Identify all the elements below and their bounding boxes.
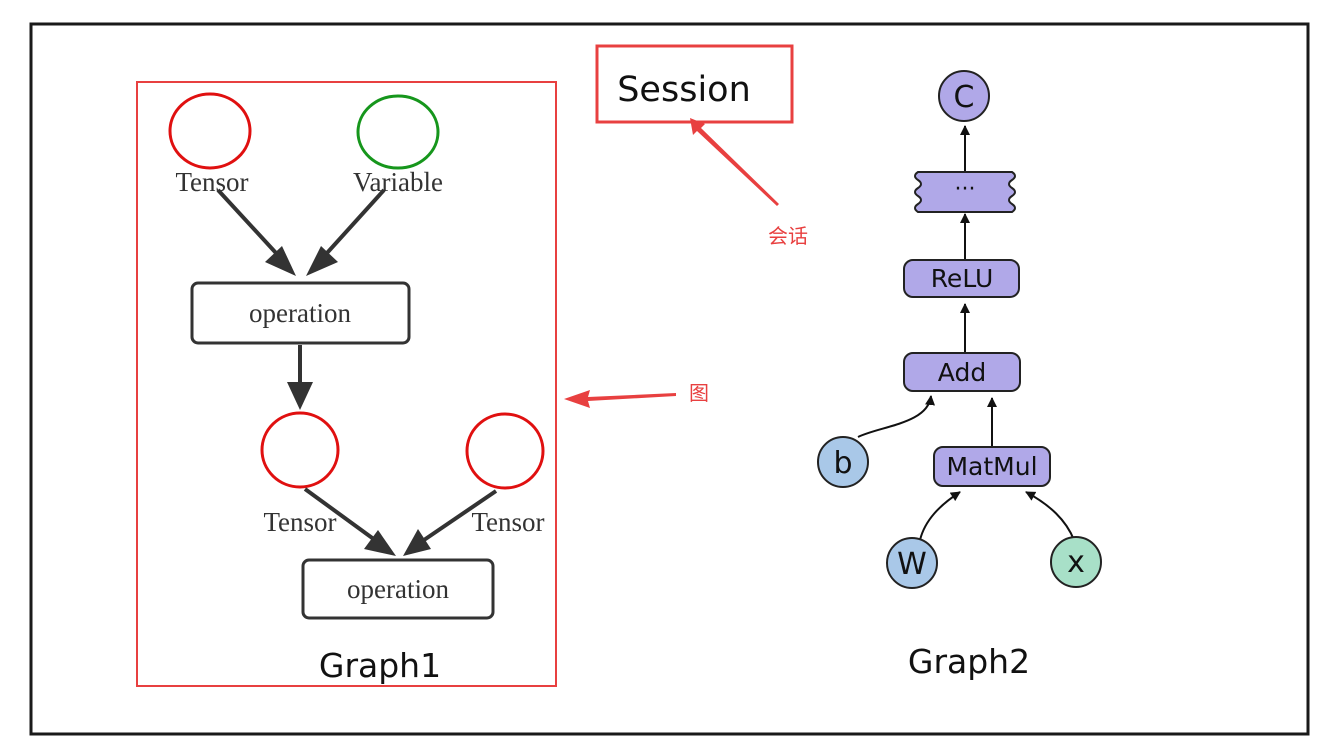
node-add-label: Add xyxy=(938,358,986,387)
outer-frame xyxy=(29,22,1310,736)
node-matmul-label: MatMul xyxy=(946,452,1037,481)
graph1: Tensor Variable operation Tensor Tensor xyxy=(136,81,557,687)
graph-annotation-label: 图 xyxy=(689,381,709,405)
session-label: Session xyxy=(617,70,751,110)
session-annotation-arrow xyxy=(690,118,779,206)
node-w xyxy=(886,537,938,589)
edge-w-to-matmul xyxy=(919,491,961,541)
operation-label-2: operation xyxy=(347,574,449,604)
tensor-label-top: Tensor xyxy=(175,167,248,197)
node-c xyxy=(938,70,990,122)
node-ellipsis-label: ··· xyxy=(955,177,976,202)
session-annotation-label: 会话 xyxy=(768,224,808,248)
tensor-node-right xyxy=(465,412,545,490)
node-ellipsis xyxy=(914,171,1016,213)
graph2-caption: Graph2 xyxy=(908,642,1030,681)
tensor-node-top xyxy=(168,92,252,170)
node-relu-label: ReLU xyxy=(931,264,994,293)
node-w-label: W xyxy=(897,547,927,582)
node-matmul xyxy=(933,446,1051,487)
node-relu xyxy=(903,259,1020,298)
edge-b-to-add xyxy=(857,395,935,438)
node-b xyxy=(817,436,869,488)
variable-label: Variable xyxy=(353,167,443,197)
graph1-edges-top xyxy=(216,188,386,276)
node-add xyxy=(903,352,1021,392)
tensor-label-right: Tensor xyxy=(471,507,544,537)
variable-node xyxy=(356,94,440,170)
graph1-edges-bottom xyxy=(303,487,498,556)
node-c-label: C xyxy=(954,80,975,115)
tensor-node-left xyxy=(260,411,340,489)
operation-label-1: operation xyxy=(249,298,351,328)
graph1-highlight-box xyxy=(136,81,557,687)
node-b-label: b xyxy=(833,446,852,481)
operation-node-2 xyxy=(301,558,495,620)
tensor-label-left: Tensor xyxy=(263,507,336,537)
graph2: C ··· ReLU Add b MatMul W x Graph2 xyxy=(817,70,1102,681)
graph1-caption: Graph1 xyxy=(319,646,441,685)
session: Session 会话 xyxy=(595,44,808,248)
node-x-label: x xyxy=(1067,545,1085,580)
graph1-edge-middle xyxy=(287,345,313,410)
graph-annotation: 图 xyxy=(564,381,709,408)
operation-node-1 xyxy=(190,281,411,345)
node-x xyxy=(1050,536,1102,588)
edge-x-to-matmul xyxy=(1025,491,1075,541)
